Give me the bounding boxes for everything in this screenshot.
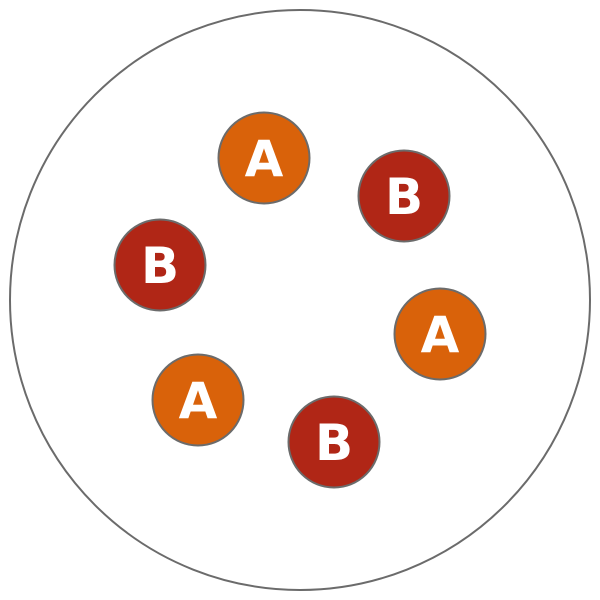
particle-label: A xyxy=(245,130,284,188)
particle-label: B xyxy=(315,414,353,472)
particle-label: A xyxy=(421,306,460,364)
particle-circle xyxy=(113,218,207,312)
particle-circle xyxy=(393,287,487,381)
particle-circle xyxy=(151,353,245,447)
particle-b: B xyxy=(287,395,381,489)
particle-label: B xyxy=(141,237,179,295)
particle-label: B xyxy=(385,168,423,226)
particle-circle xyxy=(357,149,451,243)
particle-label: A xyxy=(179,372,218,430)
particle-a: A xyxy=(151,353,245,447)
particle-b: B xyxy=(357,149,451,243)
particle-a: A xyxy=(217,111,311,205)
particle-circle xyxy=(217,111,311,205)
container-circle xyxy=(9,9,591,591)
particle-b: B xyxy=(113,218,207,312)
particle-circle xyxy=(287,395,381,489)
particle-a: A xyxy=(393,287,487,381)
